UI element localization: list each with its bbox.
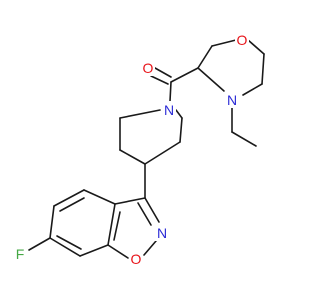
bond-c3a-c7a-inner — [113, 211, 121, 241]
atom-o-carbonyl-label: O — [143, 60, 154, 76]
bond-c6-f — [28, 237, 51, 251]
bond-c3a-c7a — [107, 203, 116, 246]
bond-carbonyl-double-b — [154, 67, 172, 78]
atom-o-morpholine: O — [235, 32, 249, 49]
bond-morph-c5-n — [242, 83, 263, 96]
atom-o-morpholine-label: O — [237, 32, 248, 48]
bond-c3-n-double-a — [144, 197, 160, 223]
bond-c4-c5-inner — [59, 197, 85, 212]
atom-n-isoxazole-label: N — [157, 225, 167, 241]
atom-n-piperidine: N — [162, 101, 176, 118]
atom-f-aryl: F — [14, 245, 27, 262]
bond-c5-c6 — [49, 205, 55, 239]
bond-morph-o-c6 — [247, 39, 265, 55]
atom-labels: O O N N N O F — [14, 32, 249, 267]
bond-c6-c7-inner — [56, 235, 82, 250]
bond-c3a-c4 — [83, 189, 116, 205]
bond-pip-n-c2a — [119, 109, 161, 119]
bond-n-o — [143, 240, 157, 256]
bond-morph-n-c3 — [197, 67, 225, 92]
bond-pip-c4-c3b — [144, 141, 181, 165]
atom-o-isoxazole-label: O — [131, 251, 142, 267]
bond-c3-c3a — [114, 197, 146, 205]
bond-o-c7a — [107, 244, 129, 259]
bond-c6-c7 — [49, 237, 81, 257]
atom-n-morpholine-label: N — [227, 92, 237, 108]
bond-c3-n-double-b — [137, 202, 152, 226]
atom-n-piperidine-label: N — [164, 102, 174, 118]
atom-o-isoxazole: O — [129, 250, 143, 267]
bond-carbonyl-to-ring-carbon — [170, 67, 199, 83]
bond-morph-c2-o — [211, 39, 237, 47]
bond-pip-c3a-c4 — [119, 149, 146, 165]
bond-c7-c7a — [79, 244, 109, 257]
bond-morph-c6-c5 — [261, 53, 265, 85]
bond-morph-c3-c2 — [197, 45, 213, 69]
molecule-structure: O O N N N O F — [14, 32, 265, 267]
bond-carbonyl-double-a — [150, 75, 169, 85]
atom-o-carbonyl: O — [141, 59, 155, 76]
bond-ethyl-ch2-ch3 — [231, 131, 257, 147]
atom-n-isoxazole: N — [155, 224, 169, 241]
bond-carbonyl-to-piperidine-n — [169, 81, 172, 102]
bond-pip-c2b-n — [175, 109, 183, 119]
atom-f-aryl-label: F — [16, 246, 25, 262]
bond-pip-c3b-c2b — [179, 117, 183, 143]
bond-c4-c5 — [53, 189, 85, 207]
atom-n-morpholine: N — [225, 91, 239, 108]
bond-lines — [28, 39, 265, 259]
